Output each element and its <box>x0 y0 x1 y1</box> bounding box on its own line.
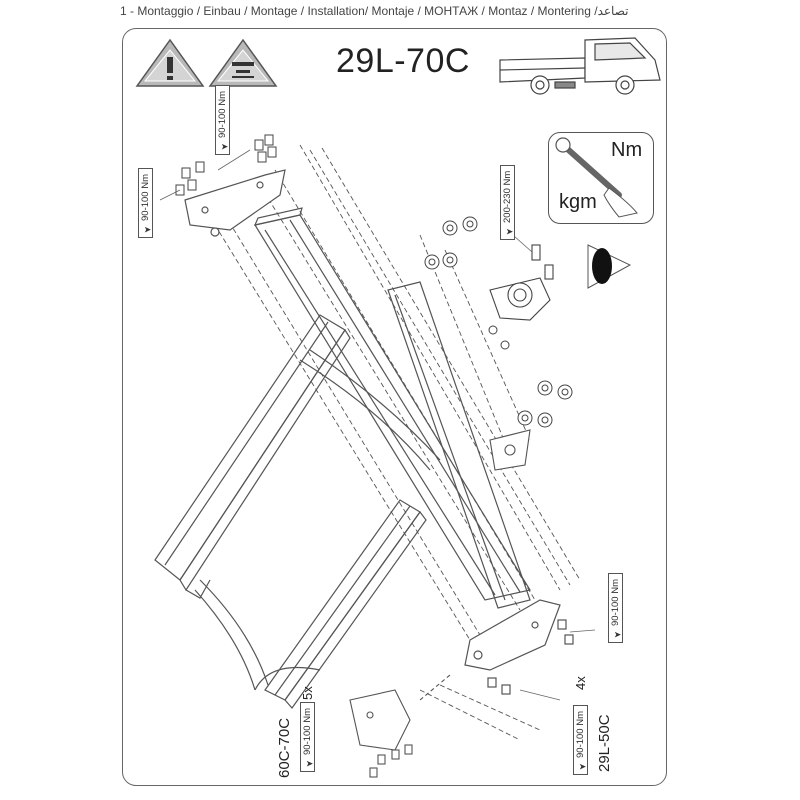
page-header: 1 - Montaggio / Einbau / Montage / Insta… <box>120 4 629 18</box>
alignment-guides <box>214 144 581 741</box>
towbar-crossbeam <box>253 207 531 601</box>
arrow-icon: ➤ <box>143 224 152 235</box>
bracket-lower-right <box>464 599 574 695</box>
towbar-rear-beam <box>387 281 531 609</box>
quantity-label-left: 5x <box>300 686 315 700</box>
torque-label-bottom-right: ➤90-100 Nm <box>573 705 588 775</box>
chassis-right-rail <box>264 499 427 709</box>
leader-lines <box>159 149 596 701</box>
nuts-cluster <box>424 216 573 428</box>
torque-label-top-left-upper: ➤90-100 Nm <box>215 85 230 155</box>
bracket-bottom-detail <box>349 674 451 778</box>
chassis-left-rail <box>154 314 351 599</box>
arrow-icon: ➤ <box>613 629 622 640</box>
torque-label-top-left-lower: ➤90-100 Nm <box>138 168 153 238</box>
unit-nm: Nm <box>611 139 643 161</box>
bracket-connector <box>489 429 531 471</box>
chassis-crossmember <box>194 349 441 691</box>
torque-wrench-icon <box>555 137 638 218</box>
socket-view-icon <box>587 244 632 289</box>
truck-icon <box>499 37 661 95</box>
model-code: 29L-70C <box>336 42 470 80</box>
arrow-icon: ➤ <box>305 758 314 769</box>
warning-measure-icon <box>208 38 278 87</box>
variant-label-right: 29L-50C <box>596 714 613 772</box>
variant-label-left: 60C-70C <box>276 717 293 778</box>
torque-label-ball-bolt: ➤200-230 Nm <box>500 164 515 240</box>
arrow-icon: ➤ <box>220 141 229 152</box>
arrow-icon: ➤ <box>505 226 514 237</box>
quantity-label-right: 4x <box>573 676 588 690</box>
unit-kgm: kgm <box>559 191 597 213</box>
bracket-top-left <box>184 169 286 237</box>
diagram-frame <box>122 28 667 786</box>
torque-unit-box: Nm kgm <box>548 132 654 224</box>
tow-ball-assembly <box>489 244 554 321</box>
torque-label-bottom-left: ➤90-100 Nm <box>300 702 315 772</box>
warning-exclamation-icon <box>135 38 205 87</box>
arrow-icon: ➤ <box>578 761 587 772</box>
torque-label-right-side: ➤90-100 Nm <box>608 573 623 643</box>
